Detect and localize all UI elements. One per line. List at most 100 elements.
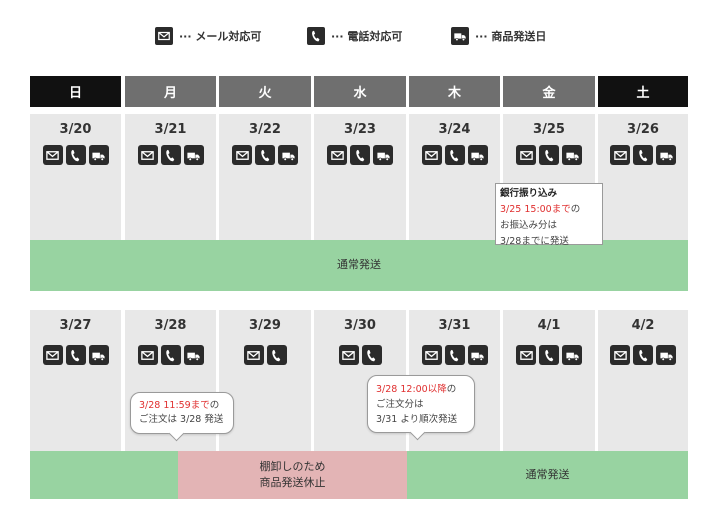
weekday-wed: 水 — [314, 76, 406, 107]
legend-mail: ··· メール対応可 — [155, 24, 261, 48]
mail-icon — [137, 145, 158, 165]
mail-icon — [243, 345, 264, 365]
truck-icon — [467, 345, 488, 365]
mail-icon — [155, 27, 173, 45]
day-date: 3/31 — [438, 318, 471, 333]
mail-icon — [327, 145, 347, 165]
bank-transfer-line3: お振込み分は — [500, 220, 558, 231]
phone-icon — [539, 345, 559, 365]
legend: ··· メール対応可 ··· 電話対応可 ··· 商品発送日 — [0, 24, 720, 48]
availability-icons — [409, 145, 500, 165]
day-cell: 3/29 — [219, 310, 311, 451]
day-cell: 4/2 — [598, 310, 688, 451]
phone-icon — [266, 345, 287, 365]
mail-icon — [42, 145, 63, 165]
after-deadline-line2: ご注文分は — [376, 399, 424, 410]
normal-shipping-label-week2: 通常発送 — [525, 467, 570, 481]
mail-icon — [42, 345, 63, 365]
day-date: 3/29 — [249, 318, 281, 333]
mail-icon — [137, 345, 158, 365]
shipping-pause-line2: 商品発送休止 — [259, 476, 326, 489]
truck-icon — [467, 145, 488, 165]
day-date: 3/28 — [154, 318, 187, 333]
phone-icon — [255, 145, 275, 165]
availability-icons — [598, 145, 688, 165]
truck-icon — [562, 345, 582, 365]
mail-icon — [516, 345, 536, 365]
day-date: 3/23 — [344, 122, 376, 137]
day-cell: 3/20 — [30, 114, 121, 240]
day-date: 3/20 — [59, 122, 92, 137]
day-date: 3/22 — [249, 122, 281, 137]
availability-icons — [598, 345, 688, 365]
mail-icon — [610, 145, 630, 165]
availability-icons — [125, 145, 216, 165]
mail-icon — [421, 345, 442, 365]
availability-icons — [125, 345, 216, 365]
day-date: 3/30 — [344, 318, 376, 333]
mail-icon — [232, 145, 252, 165]
legend-phone: ··· 電話対応可 — [307, 24, 402, 48]
phone-icon — [361, 345, 382, 365]
availability-icons — [503, 345, 595, 365]
day-cell: 3/24 — [409, 114, 500, 240]
availability-icons — [219, 145, 311, 165]
availability-icons — [30, 145, 121, 165]
mail-icon — [338, 345, 359, 365]
weekday-thu: 木 — [409, 76, 500, 107]
shipping-pause-band: 棚卸しのため 商品発送休止 — [178, 451, 407, 499]
day-date: 3/25 — [533, 122, 565, 137]
truck-icon — [656, 345, 676, 365]
truck-icon — [183, 145, 204, 165]
legend-mail-label: ··· メール対応可 — [179, 30, 262, 43]
order-deadline-note: 3/28 11:59までの ご注文は 3/28 発送 — [130, 392, 234, 442]
weekday-mon: 月 — [125, 76, 216, 107]
bank-transfer-suffix: の — [570, 204, 581, 215]
bank-transfer-title: 銀行振り込み — [500, 188, 558, 199]
availability-icons — [30, 345, 121, 365]
phone-icon — [633, 145, 653, 165]
bank-transfer-line4: 3/28までに発送 — [500, 236, 569, 247]
truck-icon — [88, 145, 109, 165]
day-date: 3/21 — [154, 122, 187, 137]
phone-icon — [350, 145, 370, 165]
availability-icons — [314, 345, 406, 365]
mail-icon — [610, 345, 630, 365]
normal-shipping-band-week1: 通常発送 — [30, 240, 688, 291]
day-date: 3/27 — [59, 318, 92, 333]
truck-icon — [88, 345, 109, 365]
bank-transfer-deadline: 3/25 15:00まで — [500, 204, 571, 215]
legend-truck: ··· 商品発送日 — [451, 24, 546, 48]
order-deadline-line2: ご注文は 3/28 発送 — [139, 414, 224, 425]
after-deadline-time: 3/28 12:00以降 — [376, 384, 447, 395]
truck-icon — [451, 27, 469, 45]
truck-icon — [278, 145, 298, 165]
normal-shipping-band-week2-right: 通常発送 — [407, 451, 688, 499]
phone-icon — [160, 345, 181, 365]
day-date: 4/2 — [631, 318, 655, 333]
truck-icon — [183, 345, 204, 365]
weekday-fri: 金 — [503, 76, 595, 107]
day-cell: 3/22 — [219, 114, 311, 240]
mail-icon — [516, 145, 536, 165]
availability-icons — [503, 145, 595, 165]
order-deadline-suffix: の — [209, 400, 220, 411]
day-cell: 3/21 — [125, 114, 216, 240]
order-deadline-time: 3/28 11:59まで — [139, 400, 210, 411]
truck-icon — [562, 145, 582, 165]
day-cell: 3/23 — [314, 114, 406, 240]
phone-icon — [633, 345, 653, 365]
after-deadline-note: 3/28 12:00以降の ご注文分は 3/31 より順次発送 — [367, 375, 475, 441]
phone-icon — [65, 345, 86, 365]
phone-icon — [539, 145, 559, 165]
day-date: 3/26 — [627, 122, 659, 137]
phone-icon — [307, 27, 325, 45]
weekday-sat: 土 — [598, 76, 688, 107]
mail-icon — [421, 145, 442, 165]
normal-shipping-band-week2-left — [30, 451, 178, 499]
truck-icon — [373, 145, 393, 165]
normal-shipping-label: 通常発送 — [337, 258, 381, 272]
phone-icon — [444, 345, 465, 365]
phone-icon — [444, 145, 465, 165]
shipping-pause-line1: 棚卸しのため — [259, 459, 326, 473]
